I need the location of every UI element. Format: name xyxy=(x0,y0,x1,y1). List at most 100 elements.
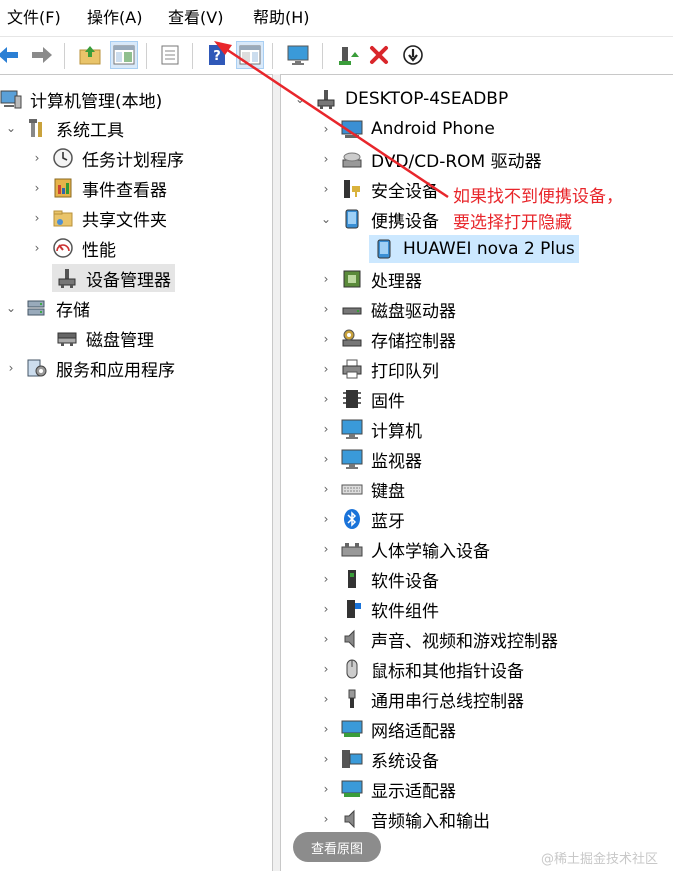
help-icon: ? xyxy=(209,45,225,65)
chevron-right-icon[interactable]: › xyxy=(323,422,329,436)
dvd-drive-icon xyxy=(341,148,363,170)
chevron-right-icon[interactable]: › xyxy=(8,361,14,375)
menu-action[interactable]: 操作(A) xyxy=(87,8,143,27)
device-manager-icon xyxy=(56,267,78,289)
chevron-right-icon[interactable]: › xyxy=(323,482,329,496)
tree-item-computer-root[interactable]: ⌄ DESKTOP-4SEADBP xyxy=(293,85,508,113)
properties-button[interactable] xyxy=(156,41,184,69)
chevron-right-icon[interactable]: › xyxy=(323,662,329,676)
disable-device-button[interactable] xyxy=(399,41,427,69)
show-hide-console-tree-button[interactable] xyxy=(110,41,138,69)
back-arrow-icon xyxy=(0,47,18,63)
tree-label: 磁盘管理 xyxy=(86,330,154,351)
help-button[interactable]: ? xyxy=(203,41,231,69)
device-category-usb[interactable]: › 通用串行总线控制器 xyxy=(319,685,524,713)
chevron-right-icon[interactable]: › xyxy=(34,181,40,195)
chevron-right-icon[interactable]: › xyxy=(323,752,329,766)
toolbar-separator xyxy=(322,43,323,69)
tree-label: 事件查看器 xyxy=(82,180,167,201)
tree-item-performance[interactable]: › 性能 xyxy=(30,234,116,262)
forward-button[interactable] xyxy=(28,41,56,69)
chevron-right-icon[interactable]: › xyxy=(34,211,40,225)
device-category-mice[interactable]: › 鼠标和其他指针设备 xyxy=(319,655,524,683)
chevron-right-icon[interactable]: › xyxy=(323,542,329,556)
chevron-right-icon[interactable]: › xyxy=(323,362,329,376)
menu-view[interactable]: 查看(V) xyxy=(168,8,224,27)
software-component-icon xyxy=(341,598,363,620)
chevron-right-icon[interactable]: › xyxy=(323,602,329,616)
chevron-down-icon[interactable]: ⌄ xyxy=(320,212,332,226)
chevron-right-icon[interactable]: › xyxy=(323,722,329,736)
chevron-right-icon[interactable]: › xyxy=(323,572,329,586)
device-category-firmware[interactable]: › 固件 xyxy=(319,385,405,413)
chevron-right-icon[interactable]: › xyxy=(323,812,329,826)
chevron-right-icon[interactable]: › xyxy=(323,122,329,136)
tree-item-services-apps[interactable]: › 服务和应用程序 xyxy=(4,354,175,382)
computer-management-icon xyxy=(0,88,22,110)
device-category-bluetooth[interactable]: › 蓝牙 xyxy=(319,505,405,533)
device-category-keyboards[interactable]: › 键盘 xyxy=(319,475,405,503)
tree-item-task-scheduler[interactable]: › 任务计划程序 xyxy=(30,144,184,172)
chevron-right-icon[interactable]: › xyxy=(323,632,329,646)
device-category-android-phone[interactable]: › Android Phone xyxy=(319,115,495,143)
chevron-right-icon[interactable]: › xyxy=(323,182,329,196)
chevron-right-icon[interactable]: › xyxy=(34,241,40,255)
update-driver-button[interactable] xyxy=(333,41,361,69)
device-category-hid[interactable]: › 人体学输入设备 xyxy=(319,535,490,563)
scan-hardware-button[interactable] xyxy=(284,41,312,69)
device-category-print-queues[interactable]: › 打印队列 xyxy=(319,355,439,383)
svg-text:?: ? xyxy=(213,49,221,64)
menu-help[interactable]: 帮助(H) xyxy=(253,8,310,27)
device-category-portable[interactable]: ⌄ 便携设备 xyxy=(319,205,439,233)
tree-item-event-viewer[interactable]: › 事件查看器 xyxy=(30,174,167,202)
device-category-computer[interactable]: › 计算机 xyxy=(319,415,422,443)
tree-label: 系统设备 xyxy=(371,751,439,772)
chevron-down-icon[interactable]: ⌄ xyxy=(294,92,306,106)
device-category-network[interactable]: › 网络适配器 xyxy=(319,715,456,743)
device-category-processor[interactable]: › 处理器 xyxy=(319,265,422,293)
chevron-right-icon[interactable]: › xyxy=(323,272,329,286)
device-category-sound[interactable]: › 声音、视频和游戏控制器 xyxy=(319,625,558,653)
tree-item-shared-folders[interactable]: › 共享文件夹 xyxy=(30,204,167,232)
chevron-right-icon[interactable]: › xyxy=(34,151,40,165)
tree-label: 固件 xyxy=(371,391,405,412)
view-original-button[interactable]: 查看原图 xyxy=(293,832,381,862)
device-category-software-components[interactable]: › 软件组件 xyxy=(319,595,439,623)
device-category-disk-drives[interactable]: › 磁盘驱动器 xyxy=(319,295,456,323)
chevron-right-icon[interactable]: › xyxy=(323,152,329,166)
device-category-dvd[interactable]: › DVD/CD-ROM 驱动器 xyxy=(319,145,542,173)
chevron-right-icon[interactable]: › xyxy=(323,512,329,526)
tree-item-device-manager[interactable]: 设备管理器 xyxy=(52,264,175,292)
tree-label: 鼠标和其他指针设备 xyxy=(371,661,524,682)
keyboard-icon xyxy=(341,478,363,500)
up-level-button[interactable] xyxy=(76,41,104,69)
device-category-security[interactable]: › 安全设备 xyxy=(319,175,439,203)
tree-item-computer-management[interactable]: 计算机管理(本地) xyxy=(0,85,162,113)
chevron-right-icon[interactable]: › xyxy=(323,392,329,406)
device-huawei-nova-2-plus[interactable]: HUAWEI nova 2 Plus xyxy=(369,235,579,263)
tree-item-disk-management[interactable]: 磁盘管理 xyxy=(52,324,154,352)
chevron-right-icon[interactable]: › xyxy=(323,302,329,316)
show-hide-action-pane-button[interactable] xyxy=(236,41,264,69)
chevron-right-icon[interactable]: › xyxy=(323,692,329,706)
chevron-right-icon[interactable]: › xyxy=(323,332,329,346)
chevron-right-icon[interactable]: › xyxy=(323,452,329,466)
pane-splitter[interactable] xyxy=(272,74,281,871)
device-category-system[interactable]: › 系统设备 xyxy=(319,745,439,773)
tree-item-storage[interactable]: ⌄ 存储 xyxy=(4,294,90,322)
tree-label: 处理器 xyxy=(371,271,422,292)
back-button[interactable] xyxy=(0,41,22,69)
device-category-audio-io[interactable]: › 音频输入和输出 xyxy=(319,805,490,833)
device-category-software-devices[interactable]: › 软件设备 xyxy=(319,565,439,593)
chevron-down-icon[interactable]: ⌄ xyxy=(5,301,17,315)
menu-file[interactable]: 文件(F) xyxy=(7,8,61,27)
storage-icon xyxy=(26,297,48,319)
device-category-display[interactable]: › 显示适配器 xyxy=(319,775,456,803)
tools-icon xyxy=(26,117,48,139)
chevron-down-icon[interactable]: ⌄ xyxy=(5,121,17,135)
uninstall-device-button[interactable] xyxy=(365,41,393,69)
device-category-monitors[interactable]: › 监视器 xyxy=(319,445,422,473)
chevron-right-icon[interactable]: › xyxy=(323,782,329,796)
device-category-storage-controllers[interactable]: › 存储控制器 xyxy=(319,325,456,353)
tree-item-system-tools[interactable]: ⌄ 系统工具 xyxy=(4,114,124,142)
